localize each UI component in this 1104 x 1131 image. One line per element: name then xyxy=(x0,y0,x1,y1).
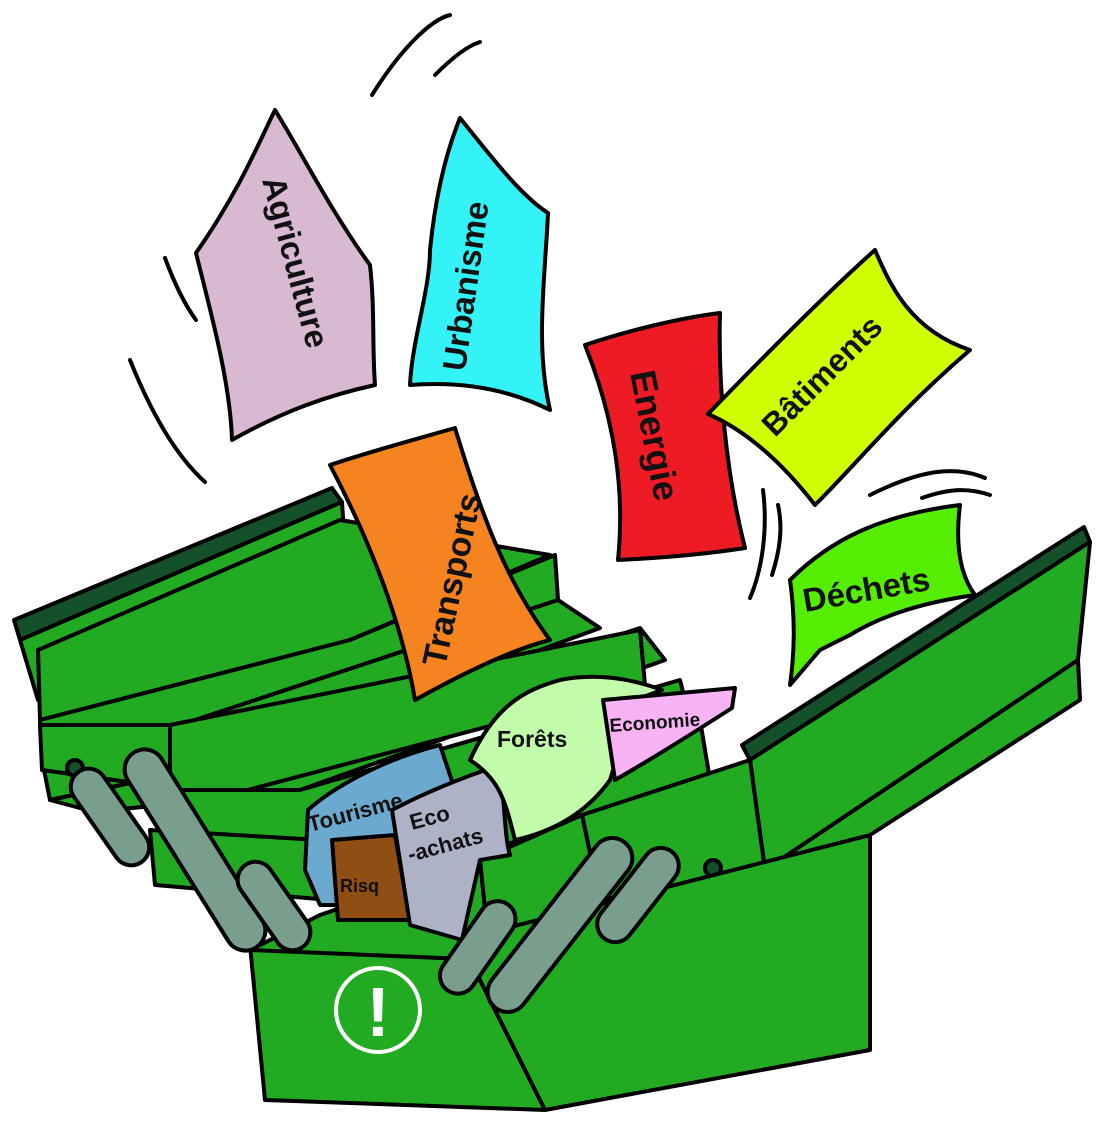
sheet-economie[interactable]: Economie xyxy=(601,686,737,782)
sheet-eco-achats[interactable]: Eco -achats xyxy=(390,763,512,942)
sheet-agriculture[interactable]: Agriculture xyxy=(194,108,377,442)
sheet-forets-label: Forêts xyxy=(497,726,567,752)
warning-badge-symbol: ! xyxy=(366,973,389,1051)
sheet-batiments[interactable]: Bâtiments xyxy=(706,248,972,507)
warning-badge-icon: ! xyxy=(334,966,422,1054)
handle-left-long xyxy=(122,747,268,953)
sheet-agriculture-shape xyxy=(194,108,377,442)
handle-left-inner xyxy=(235,859,313,953)
sheet-urbanisme[interactable]: Urbanisme xyxy=(408,116,552,412)
toolbox-handles[interactable] xyxy=(64,742,686,1020)
handle-right-long xyxy=(485,836,635,1014)
toolbox-front-right-panel xyxy=(458,833,872,1112)
sheet-risques-label: Risq xyxy=(340,876,379,896)
sheet-dechets[interactable]: Déchets xyxy=(788,503,977,687)
handle-right-short xyxy=(437,899,518,996)
sheet-transports-shape xyxy=(328,426,552,702)
handle-right-outer xyxy=(595,845,681,945)
sheet-energie-shape xyxy=(583,311,747,562)
sheet-urbanisme-shape xyxy=(408,116,552,412)
motion-lines xyxy=(128,13,992,600)
sheet-economie-shape xyxy=(601,686,737,782)
handle-left-outer xyxy=(68,766,152,868)
sheet-energie[interactable]: Energie xyxy=(583,311,747,562)
sheet-transports[interactable]: Transports xyxy=(328,426,552,702)
sheet-risques[interactable]: Risq xyxy=(330,833,412,922)
sheet-dechets-shape xyxy=(788,503,977,687)
sheet-batiments-shape xyxy=(706,248,972,507)
